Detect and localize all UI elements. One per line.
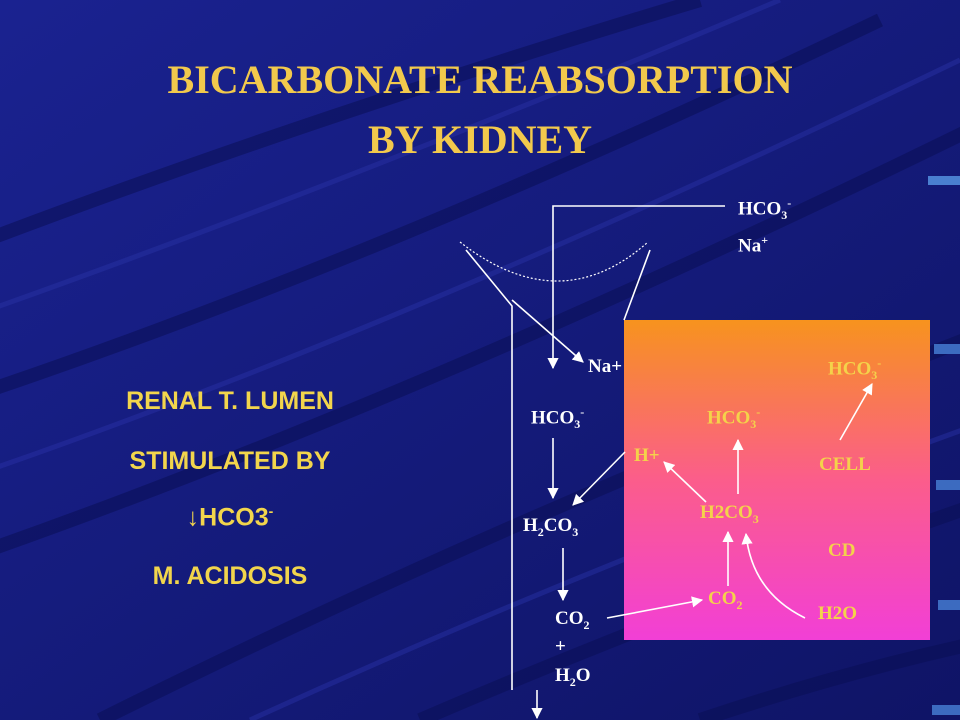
label-cell-h2o: H2O [818,603,858,624]
caption-stimulated-by: STIMULATED BY [129,447,331,475]
arrow-h2co3-to-h [663,461,707,503]
label-lumen-na: Na+ [588,356,623,377]
label-lumen-hco3: HCO3- [531,405,585,432]
slide-title-line-2: BY KIDNEY [367,117,593,162]
label-cell: CELL [819,454,871,475]
caption-hco3-sup: - [268,503,274,519]
label-cell-h2co3: H2CO3 [700,502,759,526]
arrow-co2-into-cell [606,596,704,619]
arrow-h2o-to-h2co3 [741,532,806,619]
caption-acidosis: M. ACIDOSIS [152,562,308,590]
label-cell-cd: CD [828,540,856,561]
label-blood-na: Na+ [738,233,769,257]
label-lumen-plus: + [555,636,566,657]
slide-title-line-1: BICARBONATE REABSORPTION [167,57,793,102]
lumen-wall-right [623,249,651,321]
lumen-wall-left [465,249,513,690]
label-lumen-co2: CO2 [555,608,590,632]
connector-top-bracket [547,205,725,370]
arrow-na-into-cell [511,299,584,363]
caption-hco3-text: HCO3 [199,503,269,532]
label-lumen-h2co3: H2CO3 [523,515,579,539]
arrow-hco3-to-blood [839,383,873,441]
lumen-membrane-curve [459,241,649,282]
label-cell-co2: CO2 [708,588,743,612]
label-lumen-h2o: H2O [555,665,591,689]
caption-renal-lumen: RENAL T. LUMEN [126,387,334,415]
label-blood-hco3: HCO3- [738,196,792,223]
tubule-cell-box [624,320,930,640]
arrow-h-to-h2co3 [572,451,626,506]
down-arrow-icon: ↓ [186,503,200,532]
label-cell-hco3: HCO3- [707,405,761,432]
label-cell-h: H+ [634,445,660,466]
caption-hco3: ↓HCO3- [0,503,460,532]
label-cell-hco3-out: HCO3- [828,356,882,383]
